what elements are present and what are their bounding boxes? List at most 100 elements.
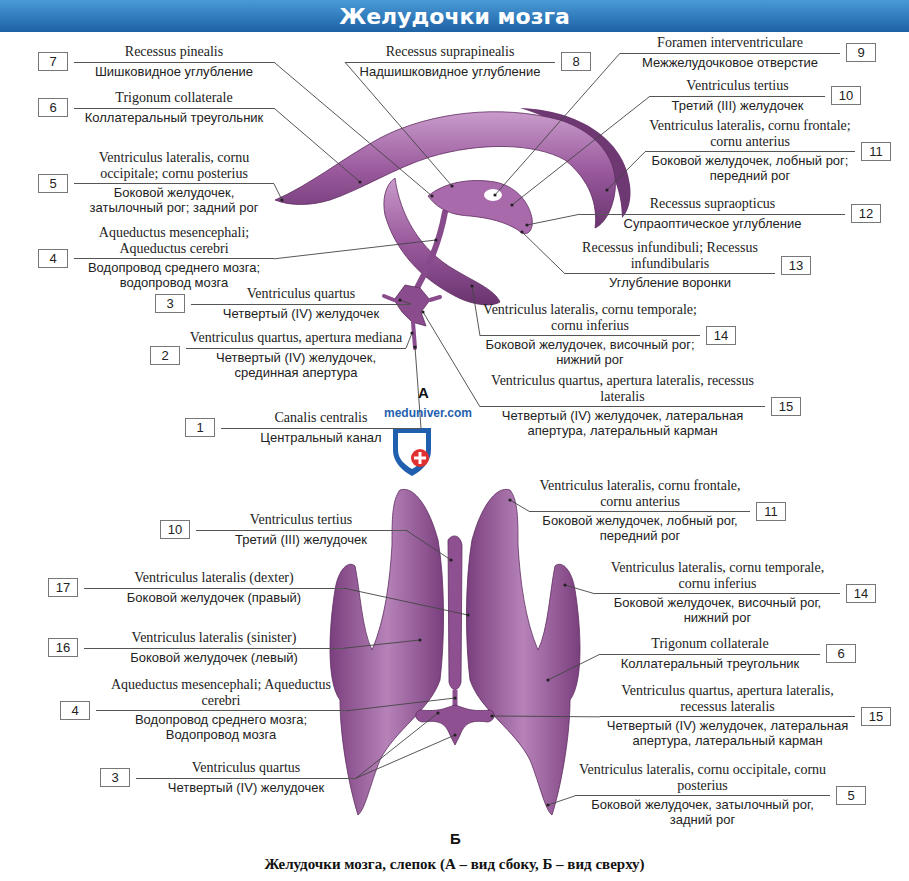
russian-term: Углубление воронки [565,274,775,291]
callout-number: 11 [756,502,786,521]
figure-caption: Желудочки мозга, слепок (А – вид сбоку, … [0,856,909,873]
latin-term: Recessus supraopticus [580,196,845,215]
leader-line [344,588,468,615]
view-letter: Б [450,830,461,847]
leader-line [274,184,282,200]
leader-dot [510,203,513,206]
russian-term: Боковой желудочек (правый) [84,589,344,606]
callout-label: 14Ventriculus lateralis, cornu temporale… [595,560,876,626]
russian-term: Водопровод среднего мозга; водопровод мо… [74,259,274,291]
label-column: Aqueductus mesencephali; Aqueductus cere… [74,225,274,291]
russian-term: Коллатеральный треугольник [74,109,274,126]
callout-label: 5 Ventriculus lateralis, cornu occipitale… [38,150,274,216]
latin-term: Aqueductus mesencephali; Aqueductus cere… [74,225,274,259]
leader-line [400,300,411,304]
russian-term: Третий (III) желудочек [650,97,825,114]
callout-label: 11Ventriculus lateralis, cornu frontale,… [530,478,786,544]
latin-term: Ventriculus lateralis, cornu temporale, … [595,560,840,594]
leader-dot [546,803,549,806]
russian-term: Боковой желудочек, затылочный рог, задни… [575,796,830,828]
label-column: Ventriculus tertiusТретий (III) желудоче… [650,78,825,114]
callout-number: 1 [185,418,215,437]
latin-term: Recessus pinealis [74,44,274,63]
leader-line [472,286,480,336]
callout-label: 6Trigonum collateraleКоллатеральный треу… [600,636,856,672]
callout-number: 4 [38,249,68,268]
label-column: Ventriculus lateralis, cornu occipitale,… [575,762,830,828]
russian-term: Третий (III) желудочек [196,531,406,548]
latin-term: Foramen interventriculare [620,35,840,54]
callout-number: 15 [771,397,801,416]
callout-label: 9Foramen interventriculareМежжелудочково… [620,35,876,71]
callout-label: 11Ventriculus lateralis, cornu frontale;… [645,118,891,184]
callout-label: 10 Ventriculus tertiusТретий (III) желудо… [160,512,406,548]
label-column: Recessus suprapinealisНадшишковидное угл… [345,44,555,80]
callout-label: 3Ventriculus quartusЧетвертый (IV) желуд… [100,760,356,796]
russian-term: Водопровод среднего мозга; Водопровод мо… [96,711,346,743]
leader-line [548,654,600,680]
russian-term: Центральный канал [221,429,421,446]
latin-term: Ventriculus tertius [196,512,406,531]
callout-label: 5Ventriculus lateralis, cornu occipitale… [575,762,866,828]
callout-label: 15Ventriculus quartus, apertura laterali… [480,373,801,439]
callout-number: 17 [48,578,78,597]
leader-dot [421,310,424,313]
leader-line [274,108,360,182]
latin-term: Aqueductus mesencephali; Aqueductus cere… [96,677,346,711]
callout-number: 15 [861,707,891,726]
russian-term: Боковой желудочек, лобный рог; передний … [645,152,855,184]
label-column: Trigonum collateraleКоллатеральный треуг… [74,90,274,126]
callout-label: 8 Recessus suprapinealisНадшишковидное уг… [345,44,591,80]
latin-term: Ventriculus lateralis (sinister) [84,630,344,649]
leader-dot [546,678,549,681]
callout-label: 12Recessus supraopticusСупраоптическое у… [580,196,881,232]
label-column: Ventriculus quartus, apertura medianaЧет… [186,330,406,381]
label-column: Foramen interventriculareМежжелудочковое… [620,35,840,71]
callout-number: 16 [48,638,78,657]
latin-term: Ventriculus lateralis (dexter) [84,570,344,589]
russian-term: Боковой желудочек, височный рог; нижний … [480,336,700,368]
title-bar: Желудочки мозга [0,0,909,32]
callout-number: 3 [155,294,185,313]
russian-term: Четвертый (IV) желудочек, срединная апер… [186,349,406,381]
leader-line [356,735,455,778]
callout-number: 8 [561,52,591,71]
leader-line [345,62,452,186]
latin-term: Ventriculus quartus [136,760,356,779]
callout-label: 14Ventriculus lateralis, cornu temporale… [480,302,736,368]
russian-term: Шишковидное углубление [74,63,274,80]
latin-term: Recessus suprapinealis [345,44,555,63]
russian-term: Четвертый (IV) желудочек [191,305,411,322]
callout-number: 10 [831,86,861,105]
callout-number: 5 [38,174,68,193]
callout-label: 13Recessus infundibuli; Recessus infundi… [565,240,811,291]
russian-term: Боковой желудочек, затылочный рог; задни… [74,184,274,216]
callout-number: 13 [781,256,811,275]
latin-term: Ventriculus quartus, apertura mediana [186,330,406,349]
leader-line [423,312,480,407]
latin-term: Ventriculus quartus, apertura lateralis,… [600,683,855,717]
leader-line [274,240,436,259]
label-column: Ventriculus quartusЧетвертый (IV) желудо… [136,760,356,796]
label-column: Ventriculus lateralis, cornu frontale; c… [645,118,855,184]
callout-label: 15 Ventriculus quartus, apertura laterali… [600,683,891,749]
latin-term: Ventriculus lateralis, cornu occipitale;… [74,150,274,184]
leader-dot [466,613,469,616]
leader-dot [430,194,433,197]
top-view [330,489,580,815]
latin-term: Ventriculus quartus [191,286,411,305]
russian-term: Межжелудочковое отверстие [620,54,840,71]
leader-dot [605,188,608,191]
russian-term: Боковой желудочек, височный рог, нижний … [595,594,840,626]
russian-term: Коллатеральный треугольник [600,655,820,672]
watermark: meduniver.com [384,406,472,420]
leader-line [274,62,432,196]
page-title: Желудочки мозга [339,4,570,29]
callout-label: 4Aqueductus mesencephali; Aqueductus cer… [60,677,346,743]
leader-dot [450,184,453,187]
site-logo [393,428,431,476]
callout-number: 10 [160,520,190,539]
callout-label: 3 Ventriculus quartusЧетвертый (IV) желуд… [155,286,411,322]
label-column: Recessus pinealisШишковидное углубление [74,44,274,80]
label-column: Aqueductus mesencephali; Aqueductus cere… [96,677,346,743]
